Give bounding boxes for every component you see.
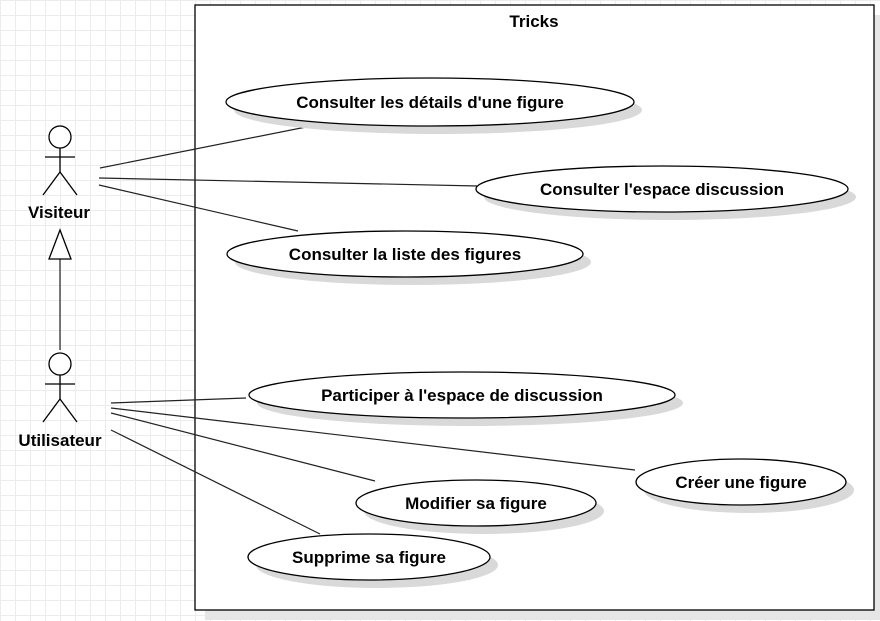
generalization[interactable] — [48, 228, 72, 350]
use-case-label: Consulter la liste des figures — [289, 245, 521, 264]
stick-figure-icon — [42, 352, 78, 423]
system-title: Tricks — [509, 12, 558, 31]
use-case-label: Supprime sa figure — [292, 548, 446, 567]
use-case-supprimer[interactable]: Supprime sa figure — [247, 533, 498, 588]
use-case-ellipse — [355, 479, 597, 527]
actor-visiteur[interactable]: Visiteur — [28, 125, 90, 222]
stick-figure-icon — [42, 125, 78, 196]
use-case-participer[interactable]: Participer à l'espace de discussion — [248, 371, 683, 426]
use-case-label: Consulter les détails d'une figure — [296, 93, 564, 112]
association-utilisateur-modifier[interactable] — [110, 412, 376, 482]
use-case-ellipse — [635, 458, 847, 506]
use-case-modifier[interactable]: Modifier sa figure — [355, 479, 604, 534]
use-case-ellipse — [226, 230, 584, 278]
association-visiteur-details[interactable] — [99, 126, 307, 169]
use-case-label: Créer une figure — [675, 473, 806, 492]
use-case-creer[interactable]: Créer une figure — [635, 458, 854, 513]
use-case-ellipse — [247, 533, 491, 581]
use-case-label: Participer à l'espace de discussion — [321, 386, 603, 405]
association-visiteur-espace[interactable] — [98, 177, 479, 187]
association-utilisateur-participer[interactable] — [110, 397, 247, 404]
use-case-ellipse — [248, 371, 676, 419]
generalization-arrowhead — [48, 228, 72, 260]
actor-label-visiteur: Visiteur — [28, 203, 90, 222]
association-visiteur-liste[interactable] — [98, 184, 299, 232]
use-case-label: Consulter l'espace discussion — [540, 180, 784, 199]
association-utilisateur-supprimer[interactable] — [110, 429, 321, 535]
use-case-ellipse — [475, 165, 849, 213]
use-case-label: Modifier sa figure — [405, 494, 547, 513]
association-utilisateur-creer[interactable] — [110, 407, 636, 471]
use-case-details[interactable]: Consulter les détails d'une figure — [225, 77, 642, 134]
use-case-espace-discussion[interactable]: Consulter l'espace discussion — [475, 165, 856, 220]
actor-label-utilisateur: Utilisateur — [18, 431, 102, 450]
use-case-ellipse — [225, 77, 635, 127]
actor-utilisateur[interactable]: Utilisateur — [18, 352, 102, 450]
use-case-liste-figures[interactable]: Consulter la liste des figures — [226, 230, 591, 285]
associations — [98, 126, 636, 535]
